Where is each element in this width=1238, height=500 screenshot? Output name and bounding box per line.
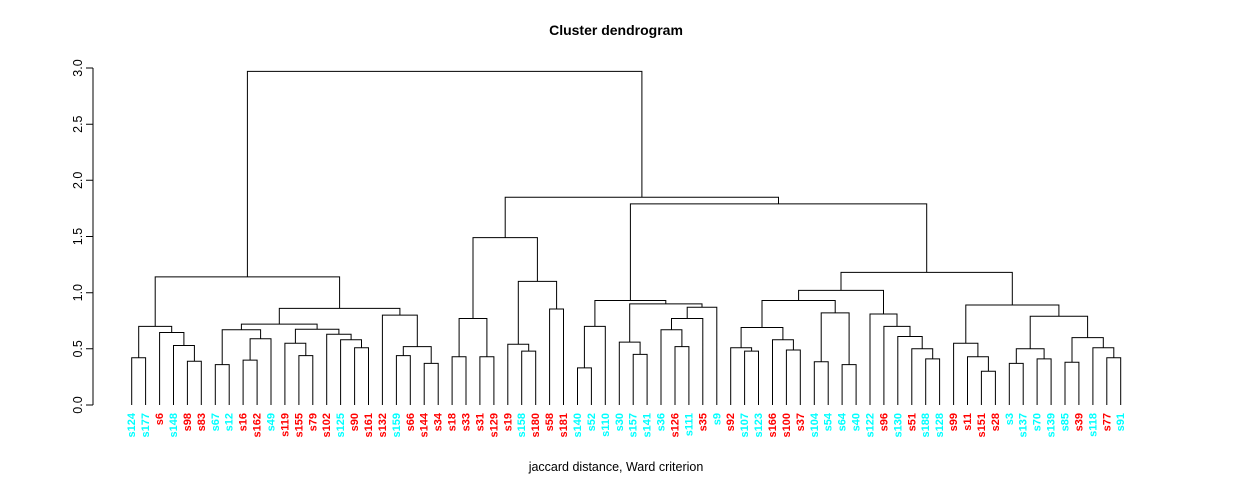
leaf-label: s157 [628,413,640,437]
y-tick-label: 2.0 [71,172,85,189]
leaf-label: s36 [656,413,668,431]
leaf-label: s52 [586,413,598,431]
leaf-label: s54 [823,412,835,431]
y-tick-label: 1.0 [71,284,85,301]
leaf-label: s161 [363,413,375,437]
leaf-label: s99 [948,413,960,431]
leaf-label: s28 [990,413,1002,431]
leaf-label: s188 [920,413,932,437]
chart-title: Cluster dendrogram [549,22,683,38]
leaf-label: s144 [419,412,431,437]
leaf-label: s110 [600,413,612,437]
leaf-label: s83 [196,413,208,431]
leaf-label: s6 [154,413,166,425]
dendrogram-tree [131,70,1122,405]
leaf-label: s139 [1046,413,1058,437]
leaf-label: s140 [572,413,584,437]
leaf-label: s67 [210,413,222,431]
leaf-label: s107 [739,413,751,437]
leaf-label: s98 [182,413,194,431]
leaf-label: s181 [558,413,570,437]
leaf-label: s119 [279,413,291,437]
leaf-label: s180 [530,413,542,437]
leaf-label: s159 [391,413,403,437]
leaf-label: s16 [238,413,250,431]
leaf-label: s66 [405,413,417,431]
leaf-label: s141 [642,413,654,437]
leaf-label: s92 [725,413,737,431]
leaf-label: s128 [934,413,946,437]
leaf-label: s125 [335,413,347,437]
leaf-label: s137 [1018,413,1030,437]
leaf-label: s148 [168,413,180,437]
leaf-label: s70 [1032,413,1044,431]
leaf-label: s129 [488,413,500,437]
leaf-label: s11 [962,413,974,431]
leaf-label: s123 [753,413,765,437]
leaf-label: s130 [892,413,904,437]
leaf-label: s33 [461,413,473,431]
leaf-label: s90 [349,413,361,431]
y-axis [86,67,94,406]
leaf-label: s166 [767,413,779,437]
leaf-label: s104 [809,412,821,437]
y-tick-label: 1.5 [71,228,85,245]
leaf-label: s19 [502,413,514,431]
leaf-label: s3 [1004,413,1016,425]
leaf-label: s155 [293,413,305,437]
leaf-label: s77 [1101,413,1113,431]
leaf-label: s51 [906,413,918,431]
leaf-label: s40 [851,413,863,431]
leaf-label: s91 [1115,413,1127,431]
leaf-label: s12 [224,413,236,431]
leaf-label: s132 [377,413,389,437]
leaf-label: s64 [837,412,849,431]
leaf-label: s96 [878,413,890,431]
leaf-label: s177 [140,413,152,437]
y-tick-label: 0.0 [71,396,85,413]
leaf-label: s118 [1087,413,1099,437]
leaf-label: s34 [433,412,445,431]
leaf-label: s126 [669,413,681,437]
leaf-label: s39 [1073,413,1085,431]
y-tick-label: 2.5 [71,115,85,132]
x-axis-label: jaccard distance, Ward criterion [528,460,704,474]
leaf-label: s111 [683,413,695,436]
leaf-label: s35 [697,413,709,431]
leaf-label: s49 [266,413,278,431]
leaf-label: s102 [321,413,333,437]
leaf-label: s162 [252,413,264,437]
leaf-label: s100 [781,413,793,437]
leaf-label: s151 [976,413,988,437]
leaf-label: s124 [126,412,138,437]
leaf-label: s31 [474,413,486,431]
leaf-label: s58 [544,413,556,431]
leaf-label: s85 [1060,413,1072,431]
y-tick-label: 0.5 [71,340,85,357]
leaf-label: s9 [711,413,723,425]
leaf-label: s122 [864,413,876,437]
leaf-label: s79 [307,413,319,431]
leaf-label: s18 [447,413,459,431]
leaf-label: s37 [795,413,807,431]
y-tick-label: 3.0 [71,59,85,76]
leaf-label: s158 [516,413,528,437]
leaf-label: s30 [614,413,626,431]
